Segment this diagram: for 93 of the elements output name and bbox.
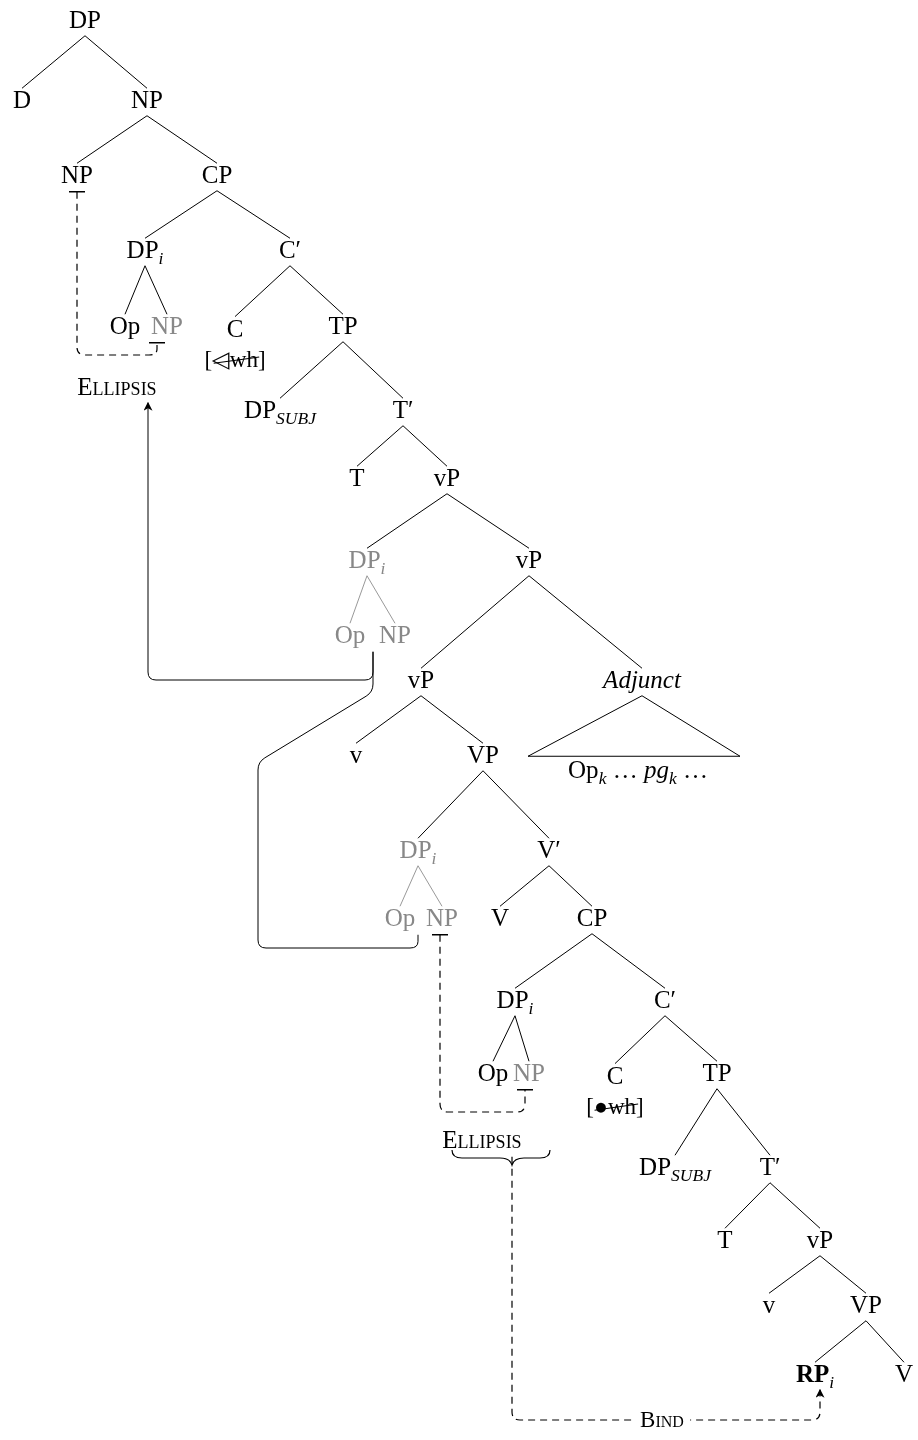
node-label: DP$_{i}$ <box>348 546 386 574</box>
tree-branch <box>366 493 448 549</box>
node-label: DP$_{SUBJ}$ <box>639 1153 711 1181</box>
node-label: T′ <box>392 396 414 424</box>
node-label: vP <box>515 546 543 574</box>
node-label: V′ <box>537 836 561 864</box>
ellipsis-link <box>431 934 534 1113</box>
tree-branch <box>349 575 368 624</box>
tree-branch <box>289 265 344 315</box>
node-label: NP <box>151 312 183 340</box>
tree-branch <box>528 575 643 669</box>
node-label: C′ <box>278 236 302 264</box>
tree-branch <box>769 1182 821 1229</box>
tree-branch <box>417 770 484 839</box>
node-label: VP <box>850 1291 882 1319</box>
tree-branch <box>724 1182 771 1229</box>
ellipsis-link <box>68 191 166 356</box>
tree-branch <box>499 865 550 907</box>
operation-label: Ellipsis <box>77 373 157 401</box>
node-label: NP <box>426 904 458 932</box>
tree-branch <box>144 190 218 239</box>
node-label: DP$_{SUBJ}$ <box>244 396 316 424</box>
tree-branch <box>514 933 593 989</box>
tree-branch <box>591 933 666 989</box>
tree-branch <box>356 425 404 467</box>
node-label: Adjunct <box>603 666 681 694</box>
tree-branch <box>514 1015 530 1062</box>
operation-label: Ellipsis <box>442 1126 522 1154</box>
constituent-triangle <box>527 695 741 757</box>
tree-branch <box>417 865 443 907</box>
tree-branch <box>548 865 593 907</box>
node-label: VP <box>467 741 499 769</box>
node-label: V <box>894 1360 914 1388</box>
node-label: T′ <box>759 1153 781 1181</box>
node-label: C <box>226 314 244 342</box>
tree-branch <box>768 1255 821 1294</box>
tree-branch <box>716 1088 771 1156</box>
node-label: Op <box>384 904 416 932</box>
node-label: T <box>349 464 365 492</box>
terminal-string: Op$_{k}$ … pg$_{k}$ … <box>568 756 708 784</box>
node-label: NP <box>61 161 93 189</box>
tree-branch <box>216 190 291 239</box>
node-label: T <box>717 1226 733 1254</box>
tree-branch <box>819 1255 867 1294</box>
node-label: RP$_{i}$ <box>795 1360 835 1388</box>
binding-arrow <box>511 1156 825 1421</box>
tree-branch <box>482 770 550 839</box>
tree-branch <box>124 265 146 315</box>
tree-branch <box>446 493 530 549</box>
node-label: vP <box>407 666 435 694</box>
tree-branch <box>76 115 148 164</box>
node-label: TP <box>702 1059 732 1087</box>
tree-branch <box>865 1320 905 1363</box>
tree-branch <box>234 265 291 318</box>
tree-branch <box>146 115 218 164</box>
tree-branch <box>366 575 396 624</box>
node-label: vP <box>433 464 461 492</box>
tree-branch <box>814 1320 867 1363</box>
node-label: TP <box>328 312 358 340</box>
tree-branch <box>674 1088 718 1156</box>
node-label: DP$_{i}$ <box>496 986 534 1014</box>
node-label: vP <box>806 1226 834 1254</box>
tree-branch <box>420 695 484 744</box>
tree-branch <box>144 265 168 315</box>
node-label: DP$_{i}$ <box>399 836 437 864</box>
tree-branch <box>84 35 148 89</box>
tree-branch <box>664 1015 718 1062</box>
tree-branch <box>402 425 448 467</box>
node-label: CP <box>576 904 608 932</box>
node-label: NP <box>513 1059 545 1087</box>
node-label: Op <box>109 312 141 340</box>
tree-branch <box>399 865 419 907</box>
node-label: Op <box>477 1059 509 1087</box>
node-label: D <box>12 86 32 114</box>
node-label: C <box>606 1061 624 1089</box>
node-label: C′ <box>653 986 677 1014</box>
node-label: NP <box>379 621 411 649</box>
tree-branch <box>614 1015 666 1065</box>
tree-branch <box>492 1015 516 1062</box>
tree-branch <box>21 35 86 89</box>
node-label: DP$_{i}$ <box>126 236 164 264</box>
movement-arrow <box>143 401 374 681</box>
node-label: v <box>349 741 363 769</box>
node-label: DP <box>69 6 101 34</box>
tree-branch <box>355 695 422 744</box>
tree-branch <box>279 341 344 399</box>
node-label: v <box>762 1291 776 1319</box>
tree-branch <box>342 341 404 399</box>
node-label: CP <box>201 161 233 189</box>
node-label: NP <box>131 86 163 114</box>
node-label: V <box>490 904 510 932</box>
tree-branch <box>420 575 530 669</box>
node-label: Op <box>334 621 366 649</box>
